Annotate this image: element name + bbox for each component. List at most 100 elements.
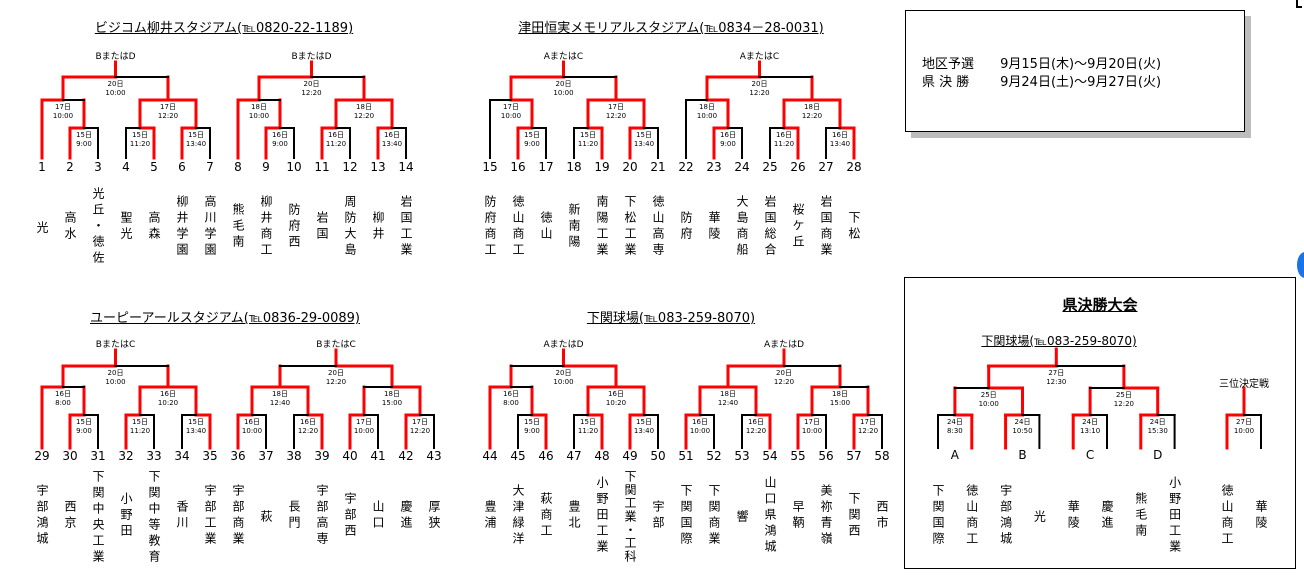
match-date: 20日 (776, 369, 792, 377)
match-time: 10:00 (690, 427, 710, 435)
match-time: 12:20 (606, 112, 626, 120)
match-date: 15日 (76, 131, 92, 139)
team-number: 30 (62, 449, 78, 463)
team-name: 下関工業・工科 (623, 470, 637, 564)
match-date: 20日 (556, 369, 572, 377)
team-name: 光 (1032, 510, 1047, 522)
team-name: 光 (35, 221, 49, 233)
team-number: 49 (622, 449, 638, 463)
schedule-box: 地区予選 9月15日(木)～9月20日(火) 県 決 勝 9月24日(土)～9月… (905, 10, 1245, 132)
team-name: 防府 (679, 211, 693, 243)
team-number: 58 (874, 449, 890, 463)
team-number: 33 (146, 449, 162, 463)
team-name: 高森 (147, 211, 161, 243)
team-number: 54 (762, 449, 778, 463)
team-name: 華陵 (707, 211, 721, 243)
bracket-slot-label: B (1018, 448, 1027, 462)
team-name: 萩 (259, 510, 273, 522)
match-date: 24日 (947, 418, 963, 426)
match-time: 11:20 (326, 140, 346, 148)
match-time: 10:00 (802, 427, 822, 435)
schedule-label: 地区予選 (922, 57, 975, 72)
match-date: 24日 (1015, 418, 1031, 426)
team-number: 5 (150, 160, 158, 174)
match-time: 12:40 (718, 399, 738, 407)
team-name: 下関中等教育 (147, 470, 161, 566)
final-title: 県決勝大会 (1062, 296, 1138, 314)
team-name: 防府商工 (483, 195, 497, 259)
team-number: 24 (734, 160, 750, 174)
match-date: 16日 (300, 418, 316, 426)
seed-label: BまたはD (95, 52, 136, 62)
match-date: 18日 (272, 390, 288, 398)
match-time: 15:30 (1148, 427, 1168, 435)
match-date: 25日 (981, 391, 997, 399)
team-number: 19 (594, 160, 610, 174)
match-date: 15日 (580, 418, 596, 426)
team-number: 20 (622, 160, 638, 174)
floating-button[interactable] (1297, 252, 1304, 278)
team-name: 小野田工業 (595, 476, 609, 556)
team-number: 12 (342, 160, 358, 174)
team-name: 岩国商業 (819, 195, 833, 259)
bracket-slot-label: C (1085, 448, 1095, 462)
team-name: 岩国工業 (399, 195, 413, 259)
team-number: 25 (762, 160, 778, 174)
team-name: 美祢青嶺 (819, 484, 833, 548)
match-date: 18日 (699, 103, 715, 111)
team-name: 下関中央工業 (91, 470, 105, 566)
team-name: 華陵 (1254, 500, 1268, 532)
venue-title: 津田恒実メモリアルスタジアム(℡0834－28-0031) (518, 21, 824, 36)
team-name: 豊浦 (483, 500, 497, 532)
schedule-row-district: 地区予選 9月15日(木)～9月20日(火) (922, 53, 1161, 72)
team-number: 42 (398, 449, 414, 463)
match-date: 18日 (720, 390, 736, 398)
match-time: 10:00 (53, 112, 73, 120)
team-name: 宇部高専 (315, 484, 329, 548)
match-date: 15日 (76, 418, 92, 426)
venue-title: ユーピーアールスタジアム(℡0836-29-0089) (90, 311, 360, 326)
match-time: 13:40 (634, 427, 654, 435)
team-number: 6 (178, 160, 186, 174)
team-name: 徳山商工 (964, 484, 979, 548)
match-date: 15日 (188, 418, 204, 426)
schedule-dates: 9月15日(木)～9月20日(火) (1000, 57, 1162, 72)
bracket-slot-label: A (950, 448, 959, 462)
match-time: 10:50 (1012, 427, 1032, 435)
match-time: 12:20 (749, 89, 769, 97)
team-name: 下関国際 (931, 484, 945, 548)
seed-label: BまたはC (316, 340, 356, 350)
team-name: 南陽工業 (595, 195, 609, 259)
match-time: 11:20 (130, 427, 150, 435)
team-name: 高水 (63, 211, 77, 243)
team-name: 熊毛南 (1133, 492, 1148, 540)
match-time: 13:40 (830, 140, 850, 148)
team-name: 慶進 (1100, 500, 1114, 532)
match-date: 20日 (108, 80, 124, 88)
team-number: 28 (846, 160, 862, 174)
team-name: 長門 (287, 500, 301, 532)
team-number: 44 (482, 449, 498, 463)
team-number: 55 (790, 449, 806, 463)
team-number: 4 (122, 160, 130, 174)
team-number: 43 (426, 449, 442, 463)
team-name: 早鞆 (791, 500, 805, 532)
match-time: 11:20 (578, 427, 598, 435)
team-name: 大島商船 (735, 195, 749, 259)
team-name: 小野田工業 (1167, 476, 1182, 556)
team-number: 18 (566, 160, 582, 174)
third-place-label: 三位決定戦 (1219, 379, 1269, 390)
team-name: 徳山商工 (1220, 484, 1234, 548)
team-name: 香川 (175, 500, 189, 532)
match-date: 24日 (1082, 418, 1098, 426)
match-time: 12:30 (1046, 378, 1066, 386)
match-date: 20日 (328, 369, 344, 377)
team-name: 徳山商工 (511, 195, 525, 259)
team-number: 40 (342, 449, 358, 463)
team-number: 27 (818, 160, 834, 174)
match-date: 27日 (1048, 369, 1064, 377)
match-time: 9:00 (76, 427, 92, 435)
team-number: 13 (370, 160, 386, 174)
team-number: 52 (706, 449, 722, 463)
